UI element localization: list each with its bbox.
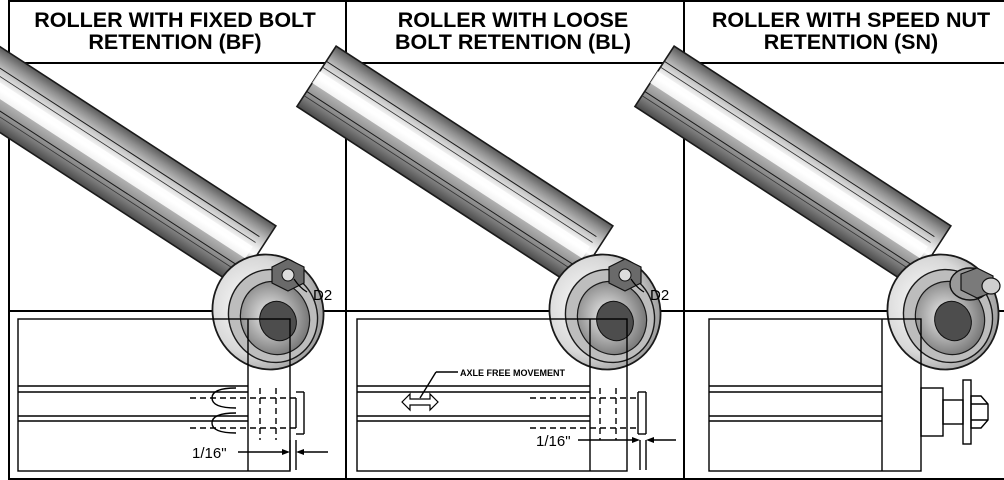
callout-bf-d2: D2 — [313, 287, 332, 304]
header-bf-line2: RETENTION (BF) — [88, 30, 262, 54]
dimension-bf: 1/16" — [192, 445, 227, 462]
note-axle-free-movement: AXLE FREE MOVEMENT — [460, 368, 566, 378]
iso-roller-bf — [0, 45, 344, 389]
header-sn: ROLLER WITH SPEED NUT RETENTION (SN) — [686, 2, 1004, 60]
dimension-bl: 1/16" — [536, 433, 571, 450]
iso-roller-bl — [296, 45, 681, 389]
header-bf-line1: ROLLER WITH FIXED BOLT — [34, 8, 316, 32]
header-sn-line1: ROLLER WITH SPEED NUT — [711, 8, 991, 32]
section-roller-bl — [356, 318, 676, 472]
header-bl: ROLLER WITH LOOSE BOLT RETENTION (BL) — [348, 2, 678, 60]
section-roller-bf — [17, 318, 328, 472]
header-bf: ROLLER WITH FIXED BOLT RETENTION (BF) — [10, 2, 340, 60]
header-bl-line1: ROLLER WITH LOOSE — [397, 8, 629, 32]
header-sn-line2: RETENTION (SN) — [763, 30, 939, 54]
iso-roller-sn — [634, 45, 1004, 389]
section-roller-sn — [708, 318, 989, 472]
callout-bl-d2: D2 — [650, 287, 669, 304]
header-bl-line2: BOLT RETENTION (BL) — [394, 30, 632, 54]
